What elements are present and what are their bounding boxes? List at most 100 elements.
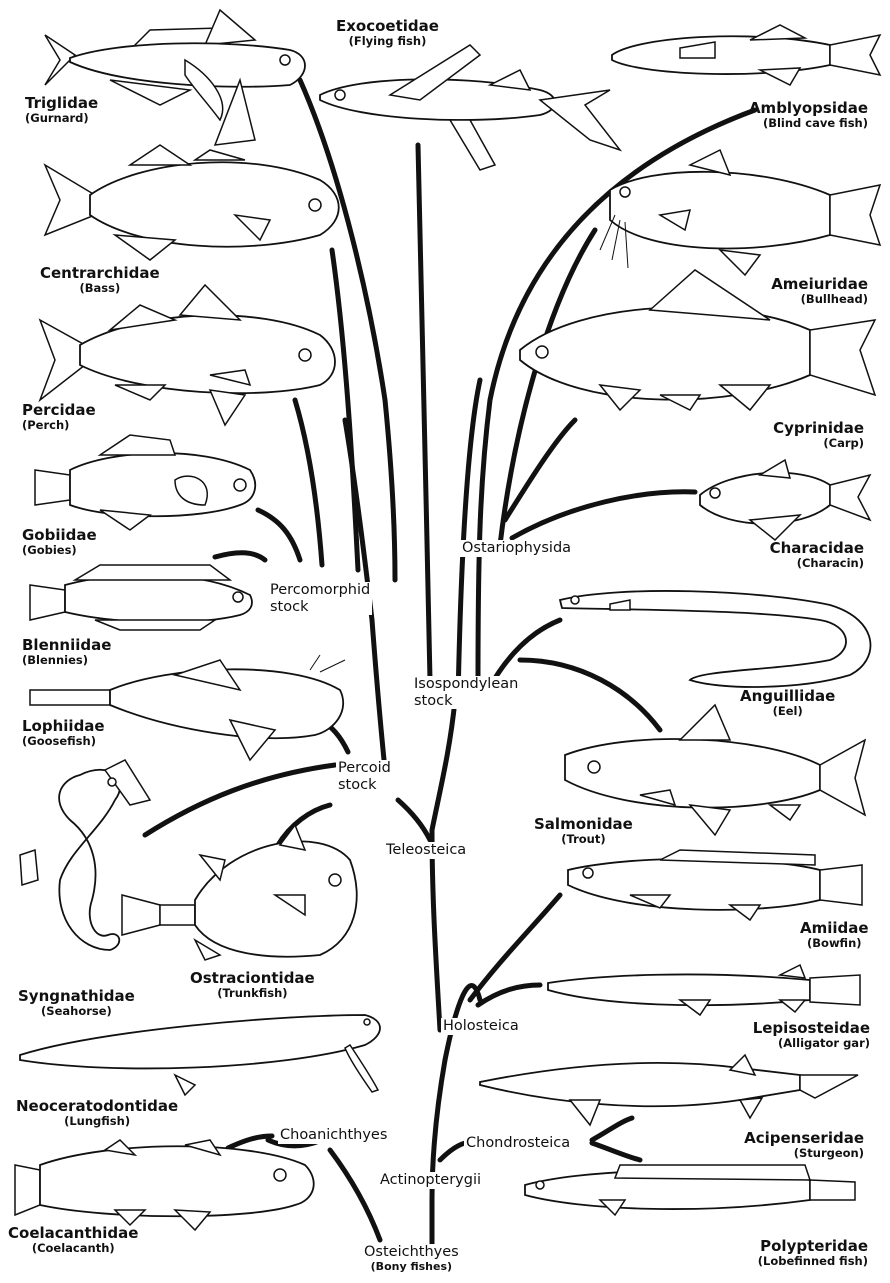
node-actinopterygii: Actinopterygii <box>378 1172 483 1189</box>
label-centrarchidae: Centrarchidae (Bass) <box>40 265 160 294</box>
branch-blenniidae <box>215 553 265 560</box>
common-name: (Perch) <box>22 419 96 432</box>
branch-coelacanthidae <box>228 1136 272 1148</box>
common-name: (Goosefish) <box>22 735 105 748</box>
label-syngnathidae: Syngnathidae (Seahorse) <box>18 988 135 1017</box>
common-name: (Blind cave fish) <box>749 117 868 130</box>
common-name: (Lungfish) <box>16 1115 178 1128</box>
blenny-illustration <box>30 565 252 630</box>
branch-percoid-to-teleost <box>398 800 430 840</box>
family-name: Polypteridae <box>758 1238 868 1255</box>
label-cyprinidae: Cyprinidae (Carp) <box>773 420 864 449</box>
branch-centrarchidae <box>332 250 358 570</box>
label-lophiidae: Lophiidae (Goosefish) <box>22 718 105 747</box>
family-name: Triglidae <box>25 95 98 112</box>
common-name: (Sturgeon) <box>744 1147 864 1160</box>
label-triglidae: Triglidae (Gurnard) <box>25 95 98 124</box>
family-name: Ostraciontidae <box>190 970 315 987</box>
node-line-1: Percoid <box>338 760 391 777</box>
family-name: Lepisosteidae <box>753 1020 870 1037</box>
node-line-1: Chondrosteica <box>466 1135 570 1152</box>
label-acipenseridae: Acipenseridae (Sturgeon) <box>744 1130 864 1159</box>
node-line-1: Actinopterygii <box>380 1172 481 1189</box>
label-salmonidae: Salmonidae (Trout) <box>534 816 633 845</box>
sturgeon-illustration <box>480 1055 858 1125</box>
branch-isospondylean-trunk <box>432 700 455 830</box>
eel-illustration <box>560 591 870 687</box>
branch-percidae <box>295 400 322 565</box>
label-gobiidae: Gobiidae (Gobies) <box>22 527 97 556</box>
common-name: (Carp) <box>773 437 864 450</box>
node-line-2: stock <box>270 599 370 616</box>
family-name: Ameiuridae <box>771 276 868 293</box>
common-name: (Blennies) <box>22 654 111 667</box>
node-choanichthyes: Choanichthyes <box>278 1127 389 1144</box>
common-name: (Alligator gar) <box>753 1037 870 1050</box>
trunkfish-illustration <box>122 825 357 960</box>
gurnard-illustration <box>45 10 305 145</box>
family-name: Anguillidae <box>740 688 835 705</box>
branch-cyprinidae <box>505 420 575 520</box>
bowfin-illustration <box>568 850 862 920</box>
branch-characidae <box>512 492 695 538</box>
family-name: Amblyopsidae <box>749 100 868 117</box>
branch-amiidae <box>470 895 560 1000</box>
family-name: Characidae <box>770 540 864 557</box>
label-anguillidae: Anguillidae (Eel) <box>740 688 835 717</box>
common-name: (Bullhead) <box>771 293 868 306</box>
label-characidae: Characidae (Characin) <box>770 540 864 569</box>
branch-teleosteica-trunk <box>432 830 440 1030</box>
node-isospondylean-stock: Isospondylean stock <box>412 676 520 709</box>
family-name: Syngnathidae <box>18 988 135 1005</box>
node-line-1: Ostariophysida <box>462 540 571 557</box>
branch-choanichthyes <box>330 1150 380 1240</box>
node-ostariophysida: Ostariophysida <box>460 540 573 557</box>
bass-illustration <box>45 145 339 260</box>
label-lepisosteidae: Lepisosteidae (Alligator gar) <box>753 1020 870 1049</box>
family-name: Percidae <box>22 402 96 419</box>
common-name: (Trout) <box>534 833 633 846</box>
branch-salmonidae <box>520 660 660 730</box>
characin-illustration <box>700 460 870 540</box>
node-chondrosteica: Chondrosteica <box>464 1135 572 1152</box>
common-name: (Characin) <box>770 557 864 570</box>
common-name: (Flying fish) <box>336 35 439 48</box>
flying-fish-illustration <box>320 45 620 170</box>
branch-polypteridae <box>592 1143 640 1160</box>
goby-illustration <box>35 435 255 530</box>
bichir-illustration <box>525 1165 855 1215</box>
node-holosteica: Holosteica <box>441 1018 521 1035</box>
branch-exocoetidae <box>418 145 430 680</box>
common-name: (Trunkfish) <box>190 987 315 1000</box>
common-name: (Lobefinned fish) <box>758 1255 868 1268</box>
node-line-1: Isospondylean <box>414 676 518 693</box>
label-amblyopsidae: Amblyopsidae (Blind cave fish) <box>749 100 868 129</box>
node-percoid-stock: Percoid stock <box>336 760 393 793</box>
common-name: (Gurnard) <box>25 112 98 125</box>
label-coelacanthidae: Coelacanthidae (Coelacanth) <box>8 1225 138 1254</box>
label-polypteridae: Polypteridae (Lobefinned fish) <box>758 1238 868 1267</box>
common-name: (Bass) <box>40 282 160 295</box>
common-name: (Coelacanth) <box>8 1242 138 1255</box>
branch-syngnathidae <box>145 765 335 835</box>
family-name: Centrarchidae <box>40 265 160 282</box>
family-name: Blenniidae <box>22 637 111 654</box>
branch-chondrosteica <box>440 1143 465 1160</box>
label-amiidae: Amiidae (Bowfin) <box>800 920 869 949</box>
node-line-1: Osteichthyes <box>364 1244 459 1261</box>
family-name: Cyprinidae <box>773 420 864 437</box>
coelacanth-illustration <box>15 1140 314 1230</box>
node-line-2: stock <box>338 777 391 794</box>
node-line-1: Holosteica <box>443 1018 519 1035</box>
label-blenniidae: Blenniidae (Blennies) <box>22 637 111 666</box>
node-common-name: (Bony fishes) <box>364 1261 459 1274</box>
family-name: Acipenseridae <box>744 1130 864 1147</box>
common-name: (Gobies) <box>22 544 97 557</box>
branch-lepisosteidae <box>478 985 540 1005</box>
branch-percoid-trunk <box>372 620 385 770</box>
node-teleosteica: Teleosteica <box>384 842 468 859</box>
node-line-1: Choanichthyes <box>280 1127 387 1144</box>
family-name: Salmonidae <box>534 816 633 833</box>
label-ostraciontidae: Ostraciontidae (Trunkfish) <box>190 970 315 999</box>
label-exocoetidae: Exocoetidae (Flying fish) <box>336 18 439 47</box>
